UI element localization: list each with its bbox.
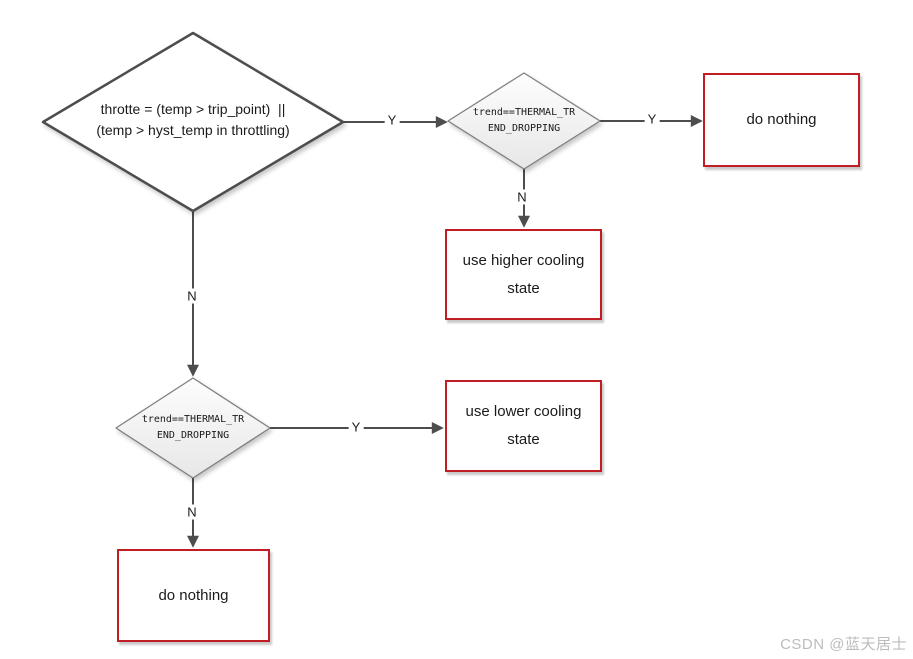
decision-trend-bottom-label: trend==THERMAL_TR END_DROPPING (141, 414, 245, 441)
box-use-higher-cooling-label: use higher cooling state (462, 251, 585, 297)
decision-trend-bottom-shape (115, 377, 271, 479)
box-use-lower-cooling: use lower cooling state (445, 380, 602, 472)
watermark: CSDN @蓝天居士 (780, 636, 907, 653)
edge-label-main-to-trend-bottom: N (184, 288, 200, 304)
box-do-nothing-bottom-label: do nothing (158, 586, 229, 604)
decision-main-label: throtte = (temp > trip_point) || (temp >… (96, 101, 290, 138)
connectors-group (187, 115, 703, 548)
decision-trend-top-label: trend==THERMAL_TR END_DROPPING (472, 107, 576, 134)
box-do-nothing-bottom: do nothing (117, 549, 270, 642)
edge-label-trend-bottom-to-do-nothing: N (184, 504, 200, 520)
box-do-nothing-top-label: do nothing (746, 111, 817, 128)
edge-label-trend-top-to-do-nothing: Y (644, 111, 660, 127)
edge-label-main-to-trend-top: Y (384, 112, 400, 128)
box-do-nothing-top: do nothing (703, 73, 860, 167)
decision-trend-top-shape (447, 72, 601, 170)
edge-label-trend-top-to-use-higher: N (514, 189, 530, 205)
edge-label-trend-bottom-to-use-lower: Y (348, 419, 364, 435)
box-use-lower-cooling-label: use lower cooling state (465, 403, 582, 448)
decision-main-shape (41, 31, 345, 213)
box-use-higher-cooling: use higher cooling state (445, 229, 602, 320)
